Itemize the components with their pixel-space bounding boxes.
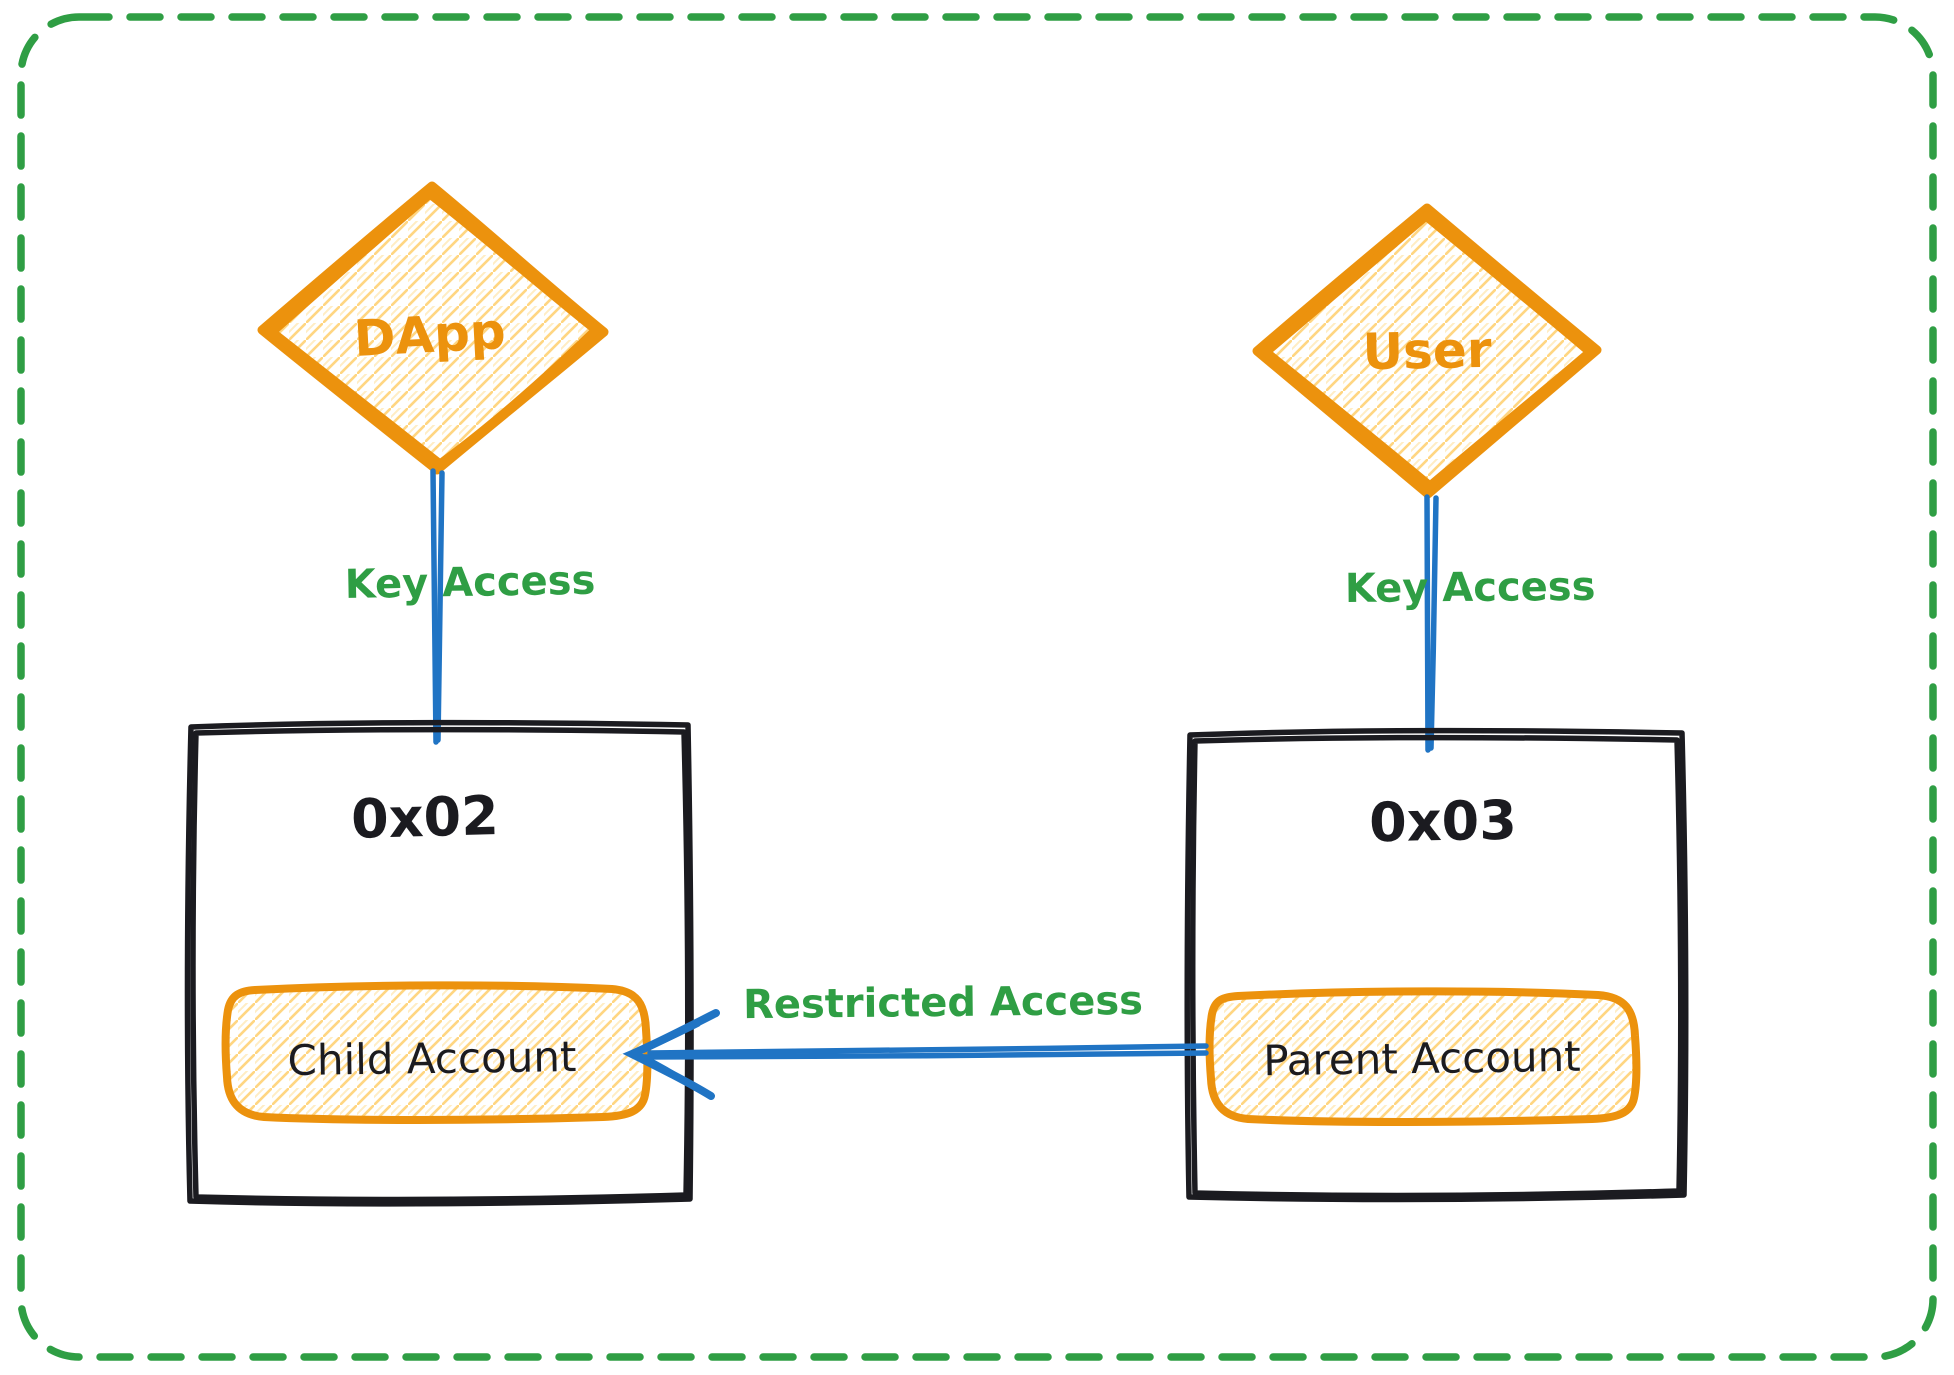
dapp-diamond-overdraw (267, 189, 601, 469)
node-parent-account[interactable]: Parent Account (1205, 987, 1641, 1126)
edge-line-overdraw (435, 470, 445, 743)
arrowhead-overdraw (628, 1021, 701, 1091)
parent-account-label: Parent Account (1263, 1032, 1581, 1085)
node-dapp[interactable]: DApp (257, 181, 609, 475)
node-dapp-label: DApp (352, 302, 507, 368)
parent-account-shape[interactable] (1205, 987, 1641, 1126)
child-account-shape[interactable] (221, 981, 652, 1124)
edge-user-key-access[interactable]: Key Access (1345, 494, 1596, 753)
node-child-account[interactable]: Child Account (221, 981, 652, 1124)
edge-dapp-key-access-label: Key Access (344, 558, 595, 608)
node-account-0x02[interactable]: 0x02 Child Account (184, 719, 694, 1207)
edge-line[interactable] (647, 1043, 1209, 1056)
node-user-label: User (1362, 321, 1492, 381)
node-account-0x03[interactable]: 0x03 Parent Account (1184, 727, 1689, 1203)
edge-line-overdraw (641, 1050, 1209, 1060)
edge-user-key-access-label: Key Access (1345, 564, 1596, 612)
child-account-label: Child Account (287, 1032, 577, 1085)
page-border (17, 13, 1937, 1361)
account-0x02-box-overdraw (190, 726, 691, 1203)
edge-dapp-key-access[interactable]: Key Access (344, 468, 596, 745)
edge-restricted-access-label: Restricted Access (743, 978, 1143, 1028)
edge-restricted-access[interactable]: Restricted Access (622, 978, 1209, 1100)
edge-line-overdraw (1428, 495, 1439, 751)
node-user[interactable]: User (1252, 203, 1602, 499)
account-0x02-title: 0x02 (350, 784, 499, 851)
account-0x02-box[interactable] (184, 719, 694, 1207)
user-diamond-overdraw (1261, 211, 1595, 491)
account-0x03-title: 0x03 (1369, 789, 1518, 855)
edge-line[interactable] (1424, 494, 1431, 753)
edge-line[interactable] (430, 468, 439, 745)
account-0x03-box[interactable] (1184, 727, 1689, 1203)
user-diamond-shape[interactable] (1252, 203, 1602, 499)
